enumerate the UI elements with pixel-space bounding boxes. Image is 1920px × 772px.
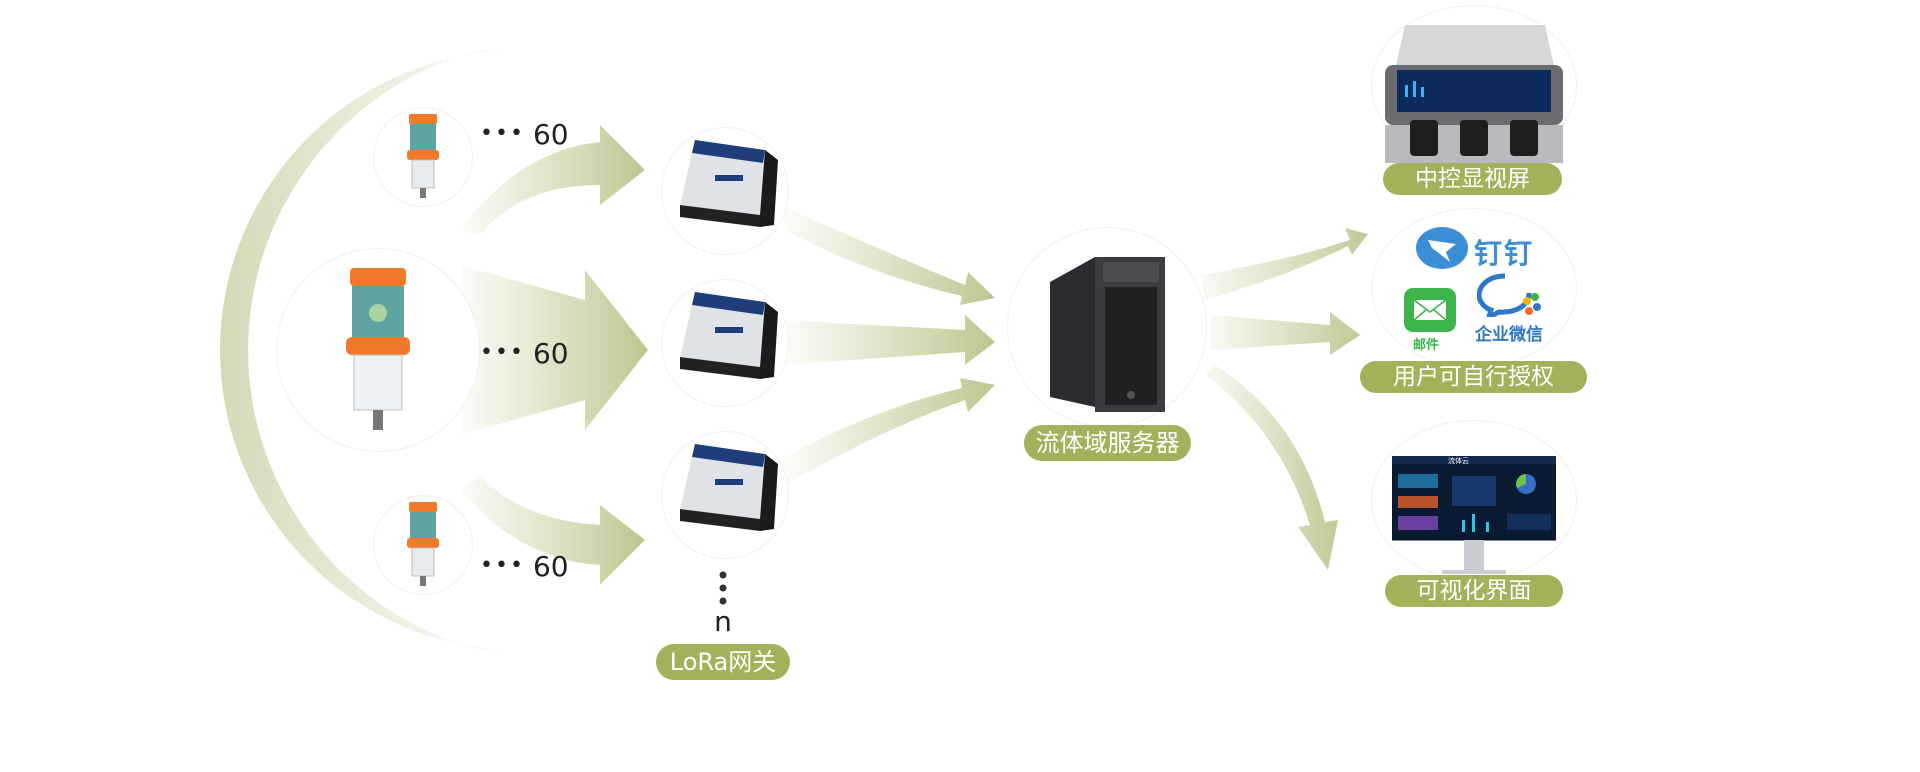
dingtalk-label: 钉钉 [1474,237,1535,270]
lora-gateway-icon [680,444,778,531]
count-value: 60 [532,118,569,151]
dashboard-app-title: 流体云 [1448,457,1469,465]
ellipsis: ••• [480,340,525,365]
wecom-icon [1477,273,1541,317]
server-label: 流体域服务器 [1024,425,1191,461]
mail-label: 邮件 [1413,338,1440,353]
arrow-server-control [1200,228,1368,300]
notifications-label: 用户可自行授权 [1360,361,1587,393]
arrow-gw2-server [780,315,995,365]
arrow-gw3-server [780,378,995,485]
lora-gateway-icon [680,292,778,379]
arrow-device-bottom [460,475,645,585]
arrow-server-notify [1210,312,1360,355]
control-room-screen-image [1385,25,1563,163]
lubricator-icon [407,114,439,198]
mail-icon [1404,288,1456,332]
device-count-top: ••• 60 [480,118,569,151]
lora-gateway-label: LoRa网关 [656,644,790,680]
vertical-ellipsis-icon [719,571,727,605]
ellipsis: ••• [480,121,525,146]
arrow-server-dashboard [1205,365,1338,570]
arrow-device-mid [460,265,648,435]
arrow-device-top [460,125,645,235]
lubricator-icon [407,502,439,586]
ellipsis: ••• [480,553,525,578]
count-value: 60 [532,550,569,583]
device-count-bottom: ••• 60 [480,550,569,583]
arrow-gw1-server [780,205,995,305]
wecom-label: 企业微信 [1475,325,1543,345]
dashboard-label: 可视化界面 [1385,575,1563,607]
dashboard-monitor-image [1392,456,1556,574]
server-tower-icon [1050,257,1165,412]
control-screen-label: 中控显视屏 [1383,163,1562,195]
count-value: 60 [532,337,569,370]
lubricator-icon [346,268,410,430]
gateway-count-n: n [714,605,732,638]
dingtalk-icon [1416,227,1468,269]
device-count-mid: ••• 60 [480,337,569,370]
lora-gateway-icon [680,140,778,227]
notifications-circle [1371,208,1577,368]
